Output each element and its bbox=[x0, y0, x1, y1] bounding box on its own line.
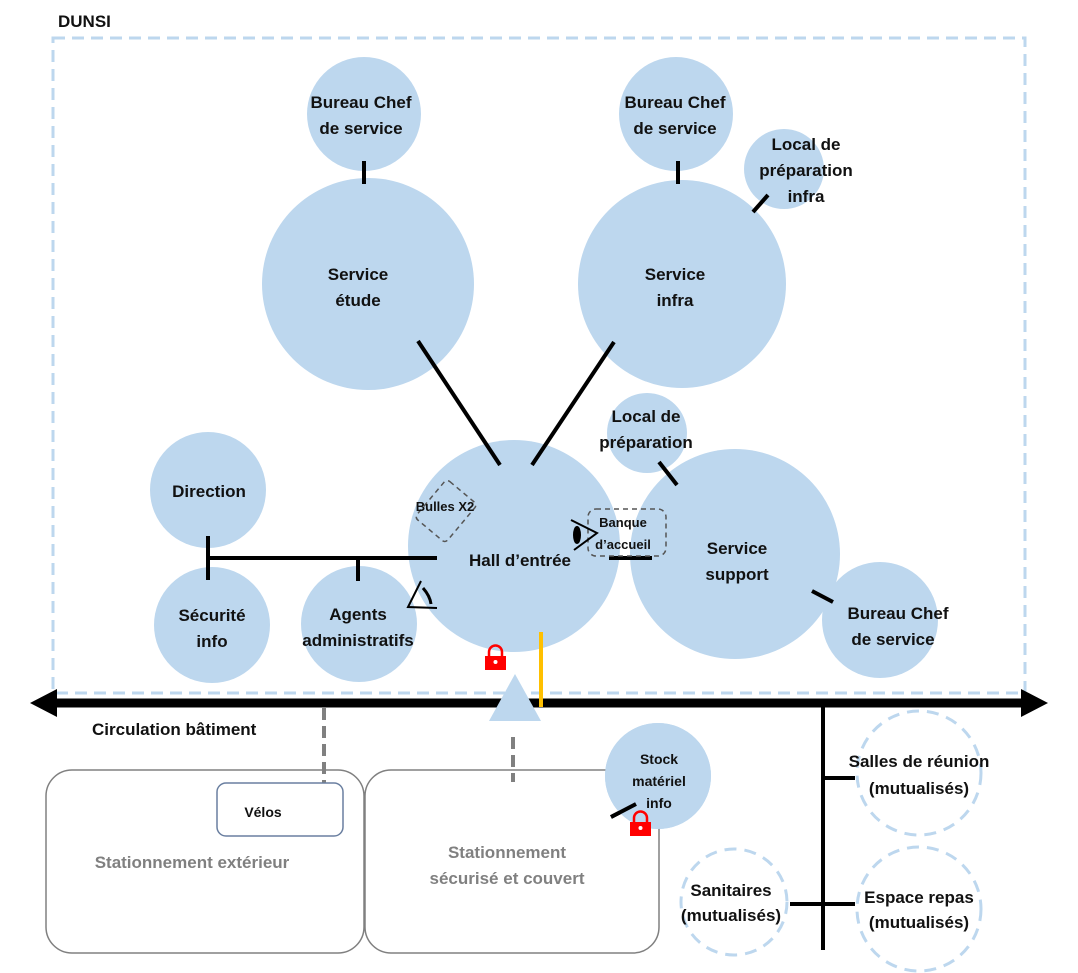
connector bbox=[530, 340, 616, 467]
lock-icon bbox=[630, 810, 651, 836]
label-bulles: Bulles X2 bbox=[416, 499, 475, 514]
bubble-local-prep[interactable] bbox=[607, 393, 687, 473]
label-velos: Vélos bbox=[244, 804, 282, 820]
bulles-zone[interactable] bbox=[415, 479, 478, 543]
diagram-title: DUNSI bbox=[58, 12, 111, 31]
label-direction: Direction bbox=[172, 482, 246, 501]
arrow-left-icon bbox=[30, 689, 57, 717]
shared-sanitaires[interactable] bbox=[679, 847, 789, 957]
bubble-service-support[interactable] bbox=[630, 449, 840, 659]
parking-securise[interactable] bbox=[364, 769, 660, 954]
connector bbox=[751, 193, 770, 214]
eye-icon bbox=[406, 580, 438, 609]
eye-icon bbox=[570, 519, 599, 551]
label-parking-exterieur: Stationnement extérieur bbox=[95, 853, 290, 872]
arrow-right-icon bbox=[1021, 689, 1048, 717]
connector bbox=[811, 589, 834, 604]
bubble-service-etude[interactable] bbox=[262, 178, 474, 390]
bubble-bureau-chef-infra[interactable] bbox=[619, 57, 733, 171]
bubble-agents-admin[interactable] bbox=[301, 566, 417, 682]
entrance-triangle-icon[interactable] bbox=[489, 674, 541, 721]
label-sanitaires: Sanitaires(mutualisés) bbox=[681, 881, 781, 925]
bubble-local-prep-infra[interactable] bbox=[744, 129, 824, 209]
bubble-hall[interactable] bbox=[408, 440, 620, 652]
bubble-securite-info[interactable] bbox=[154, 567, 270, 683]
shared-repas[interactable] bbox=[855, 845, 983, 973]
shared-salles[interactable] bbox=[855, 709, 983, 837]
parking-velos[interactable] bbox=[216, 782, 344, 837]
bubble-service-infra[interactable] bbox=[578, 180, 786, 388]
bubble-bureau-chef-etude[interactable] bbox=[307, 57, 421, 171]
label-circulation: Circulation bâtiment bbox=[92, 720, 257, 739]
connector bbox=[610, 802, 637, 819]
bubble-direction[interactable] bbox=[150, 432, 266, 548]
label-salles: Salles de réunion(mutualisés) bbox=[849, 752, 990, 798]
banque-zone[interactable] bbox=[587, 508, 667, 557]
lock-icon bbox=[485, 644, 506, 670]
label-hall: Hall d’entrée bbox=[469, 551, 571, 570]
bubble-bureau-chef-support[interactable] bbox=[822, 562, 938, 678]
label-repas: Espace repas(mutualisés) bbox=[864, 888, 974, 932]
parking-exterieur[interactable] bbox=[45, 769, 365, 954]
bubble-stock-overlay bbox=[605, 723, 711, 829]
connector bbox=[416, 339, 502, 467]
connector bbox=[657, 460, 679, 487]
